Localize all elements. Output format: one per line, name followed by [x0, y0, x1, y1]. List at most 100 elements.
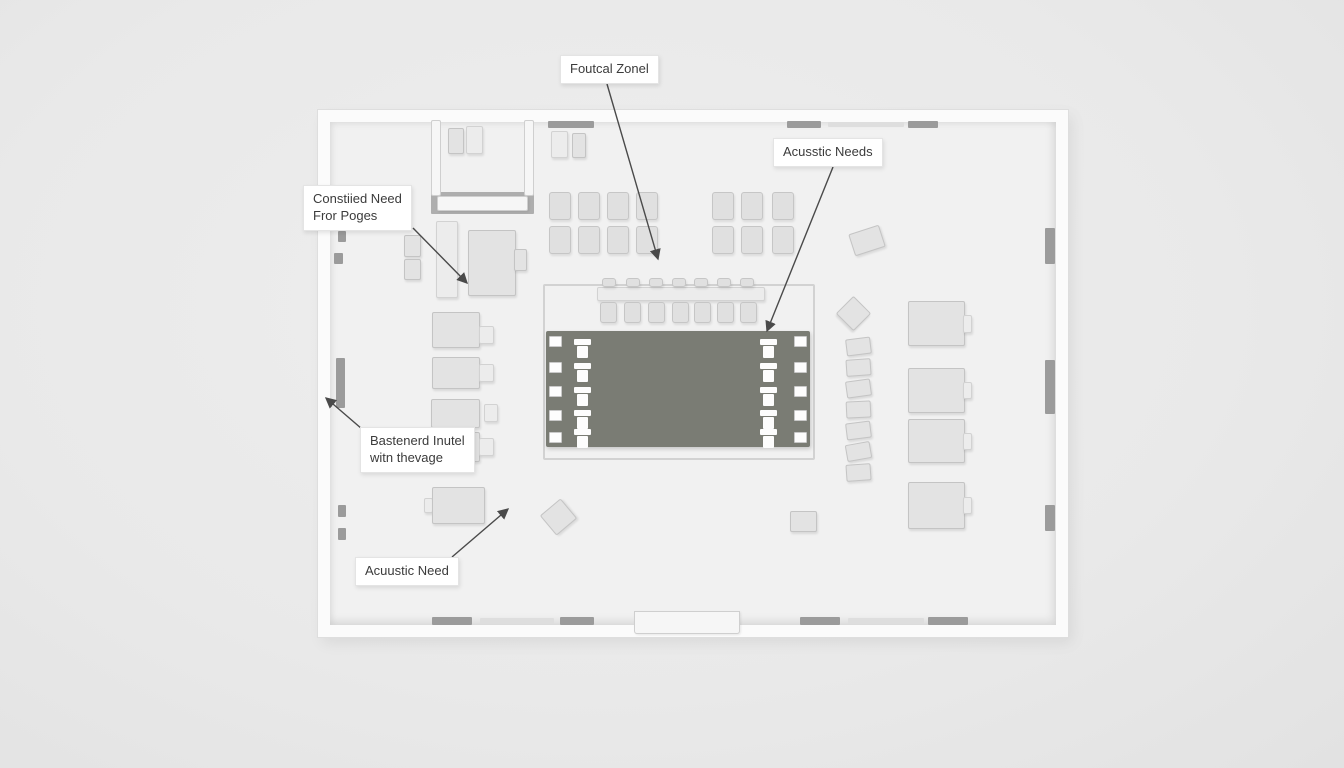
appliance — [572, 133, 586, 158]
seat-pair — [636, 192, 658, 220]
cabinet — [404, 235, 421, 257]
door — [634, 611, 740, 634]
side-table-tab — [479, 364, 494, 382]
stage-chair — [549, 386, 562, 397]
side-table — [432, 487, 485, 524]
stage-chair — [574, 363, 591, 383]
stage-chair — [794, 386, 807, 397]
label-text: Acusstic Needs — [783, 144, 873, 159]
side-table — [431, 399, 480, 428]
wall-vent — [432, 617, 472, 625]
seat-pair — [578, 192, 600, 220]
tall-table — [436, 221, 458, 298]
head-table-chair — [602, 278, 616, 287]
seat-pair — [607, 192, 629, 220]
small-table — [790, 511, 817, 532]
stage-chair — [760, 339, 777, 359]
seat-pair — [772, 192, 794, 220]
large-table-tab — [963, 382, 972, 399]
label-text: Bastenerd Inutel — [370, 433, 465, 448]
stage-chair — [794, 362, 807, 373]
stage-chair — [574, 429, 591, 449]
wall-vent — [908, 121, 938, 128]
label-focal-zone: Foutcal Zonel — [560, 55, 659, 84]
small-seat — [845, 358, 872, 377]
small-seat — [845, 420, 872, 441]
stage-chair — [794, 410, 807, 421]
large-table-tab — [963, 315, 972, 333]
wall-vent — [1045, 228, 1055, 264]
stage-chair — [574, 410, 591, 430]
label-text: Foutcal Zonel — [570, 61, 649, 76]
head-table-chair — [649, 278, 663, 287]
stage-chair — [794, 336, 807, 347]
alcove-counter — [437, 196, 528, 211]
label-text: Acuustic Need — [365, 563, 449, 578]
small-seat — [844, 378, 873, 399]
head-table-chair — [672, 302, 689, 323]
label-text: Constiied Need — [313, 191, 402, 206]
alcove-wall — [524, 120, 534, 196]
wall-vent — [1045, 360, 1055, 414]
wall-vent — [928, 617, 968, 625]
head-table — [597, 287, 765, 301]
appliance — [466, 126, 483, 154]
label-acoustic-needs: Acusstic Needs — [773, 138, 883, 167]
side-table — [432, 312, 480, 348]
seat-pair — [712, 226, 734, 254]
stage-chair — [760, 410, 777, 430]
side-table-tab — [479, 326, 494, 344]
wall-mark — [334, 253, 343, 264]
seat-pair — [549, 192, 571, 220]
stage-chair — [794, 432, 807, 443]
seat-pair — [712, 192, 734, 220]
wall-vent — [1045, 505, 1055, 531]
seat-pair — [741, 192, 763, 220]
head-table-chair — [648, 302, 665, 323]
stage-chair — [760, 429, 777, 449]
stage-chair — [574, 339, 591, 359]
head-table-chair — [600, 302, 617, 323]
side-table-tab — [479, 438, 494, 456]
large-table-tab — [963, 497, 972, 514]
stage-chair — [549, 362, 562, 373]
head-table-chair — [717, 278, 731, 287]
wall-mark — [338, 231, 346, 242]
head-table-chair — [672, 278, 686, 287]
head-table-chair — [626, 278, 640, 287]
wall-vent — [828, 122, 904, 127]
seat-pair — [636, 226, 658, 254]
large-table-tab — [963, 433, 972, 450]
label-text: witn thevage — [370, 449, 443, 465]
head-table-chair — [740, 302, 757, 323]
seat-pair — [741, 226, 763, 254]
wall-vent — [480, 618, 554, 624]
wall-vent — [800, 617, 840, 625]
seat-pair — [607, 226, 629, 254]
large-table — [908, 419, 965, 463]
head-table-chair — [694, 302, 711, 323]
head-table-chair — [624, 302, 641, 323]
large-table — [908, 301, 965, 346]
head-table-chair — [694, 278, 708, 287]
seat-pair — [578, 226, 600, 254]
wall-mark — [338, 528, 346, 540]
label-acoustic-need: Acuustic Need — [355, 557, 459, 586]
stage-chair — [549, 432, 562, 443]
stage-chair — [549, 410, 562, 421]
stage-chair — [760, 387, 777, 407]
wall-mark — [338, 505, 346, 517]
small-seat — [845, 336, 872, 357]
cabinet — [404, 259, 421, 280]
label-consolidated: Constiied Need Fror Poges — [303, 185, 412, 231]
stage-chair — [574, 387, 591, 407]
side-table — [432, 357, 480, 389]
label-bastioned: Bastenerd Inutel witn thevage — [360, 427, 475, 473]
cross-table-wing — [514, 249, 527, 271]
alcove-wall — [431, 120, 441, 196]
appliance — [448, 128, 464, 154]
head-table-chair — [740, 278, 754, 287]
large-table — [908, 482, 965, 529]
label-text: Fror Poges — [313, 207, 378, 223]
